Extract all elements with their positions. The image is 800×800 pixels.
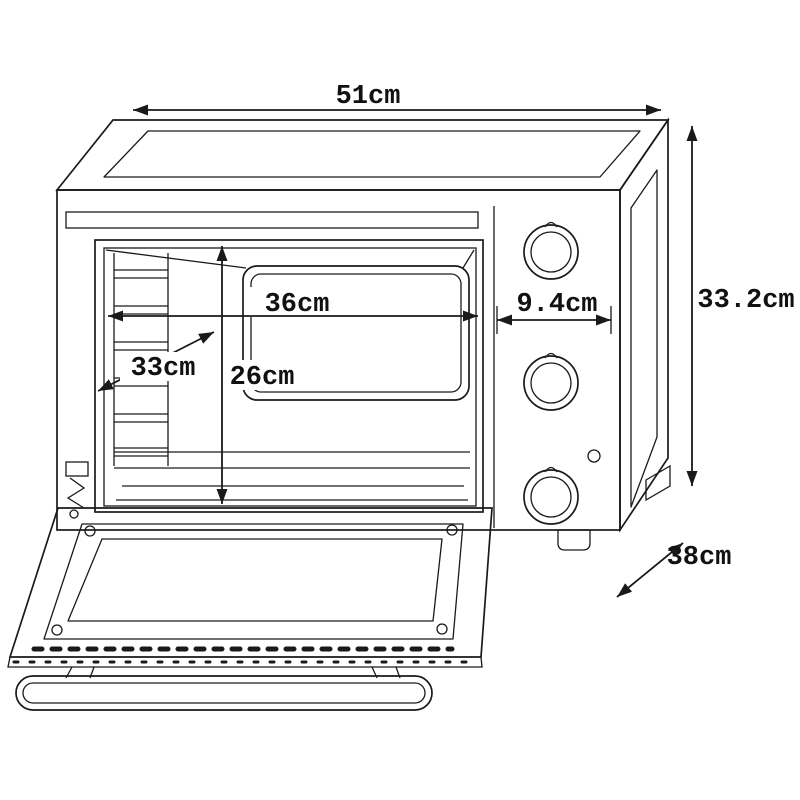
top-face-inset bbox=[103, 130, 641, 178]
door-handle bbox=[15, 666, 433, 711]
knob-pointer-tab bbox=[544, 221, 558, 228]
timer-knob bbox=[523, 466, 579, 525]
back-wall-window-outer bbox=[242, 265, 470, 401]
hinge-spring bbox=[66, 477, 86, 509]
oven-door-open bbox=[7, 507, 493, 711]
handle-bar-inner bbox=[22, 682, 426, 704]
interior-depth-label: 33cm bbox=[131, 354, 196, 384]
knob-pointer-tab bbox=[544, 352, 558, 359]
top-vent-slot bbox=[65, 211, 479, 229]
cavity-opening bbox=[94, 239, 484, 513]
interior-width-label: 36cm bbox=[265, 290, 330, 320]
overall-height-label: 33.2cm bbox=[697, 286, 794, 316]
interior-height-label: 26cm bbox=[230, 363, 295, 393]
dimension-labels: 51cm 33.2cm 36cm 26cm 33cm 9.4cm 38cm bbox=[131, 82, 795, 573]
overall-depth-label: 38cm bbox=[667, 543, 732, 573]
back-wall-window-inner bbox=[250, 273, 462, 393]
knob-pointer-tab bbox=[544, 466, 558, 473]
door-hinge bbox=[65, 461, 89, 519]
dimension-annotations bbox=[97, 104, 698, 598]
wire-rack-and-tray bbox=[114, 451, 470, 501]
function-knob bbox=[523, 352, 579, 411]
temperature-knob bbox=[523, 221, 579, 280]
handle-arms bbox=[65, 666, 401, 679]
indicator-light bbox=[587, 449, 601, 463]
door-screws bbox=[51, 524, 458, 636]
right-side-face bbox=[619, 117, 669, 533]
overall-width-label: 51cm bbox=[336, 82, 401, 112]
door-edge-thickness bbox=[7, 656, 483, 668]
oven-body bbox=[55, 117, 670, 533]
back-right-foot bbox=[645, 464, 671, 502]
handle-bar-outer bbox=[15, 675, 433, 711]
oven-feet bbox=[557, 464, 671, 551]
control-panel bbox=[523, 221, 601, 525]
door-glass-window bbox=[67, 538, 443, 622]
door-inner-border bbox=[43, 523, 464, 640]
panel-width-label: 9.4cm bbox=[516, 290, 597, 320]
right-side-inset bbox=[630, 169, 658, 508]
front-right-foot bbox=[557, 529, 591, 551]
overall-depth-arrow bbox=[616, 542, 684, 598]
